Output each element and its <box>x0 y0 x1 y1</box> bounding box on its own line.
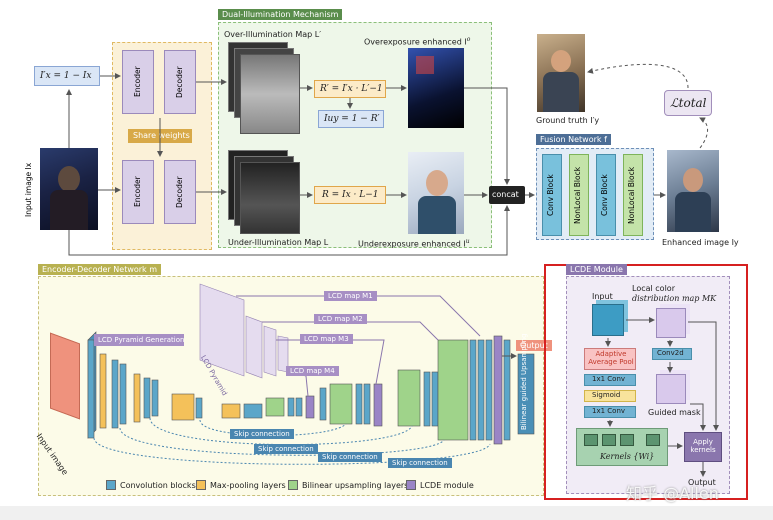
local-color-label: Local color <box>632 284 675 293</box>
kernel-cube-2 <box>602 434 616 446</box>
iy-u-box <box>318 110 384 128</box>
guided-mask-cube <box>656 374 686 404</box>
legend-upsample-label: Bilinear upsampling layers <box>302 481 409 490</box>
legend-lcde-swatch <box>406 480 416 490</box>
kernels-label: Kernels {Wi} <box>600 452 655 461</box>
concat-label: concat <box>492 190 519 199</box>
skip-label-4: Skip connection <box>388 458 452 468</box>
fusion-block-2 <box>569 154 589 236</box>
distribution-label: distribution map MK <box>632 294 717 303</box>
lcd-map-2: LCD map M2 <box>314 314 367 324</box>
under-enhanced-photo <box>408 152 464 234</box>
lcd-map-1: LCD map M1 <box>324 291 377 301</box>
conv2-label: 1x1 Conv <box>592 407 626 415</box>
apply-kernels-label: Apply kernels <box>690 438 716 454</box>
over-map-stack-3 <box>240 54 300 134</box>
lcde-highlight <box>544 264 748 500</box>
dual-illumination-title: Dual-Illumination Mechanism <box>218 9 343 20</box>
r-box <box>314 186 386 204</box>
fusion-block-3 <box>596 154 616 236</box>
under-map-label: Under-Illumination Map L <box>228 238 329 247</box>
r-prime-formula: R′ = I′x · L′−1 <box>320 84 383 94</box>
input-image-photo <box>40 148 98 230</box>
skip-label-3: Skip connection <box>318 452 382 462</box>
legend-conv-label: Convolution blocks <box>120 481 196 490</box>
skip-label-2: Skip connection <box>254 444 318 454</box>
decoder-bottom <box>164 160 196 224</box>
lcd-map-4: LCD map M4 <box>286 366 339 376</box>
under-enhanced-text: Underexposure enhanced I <box>358 239 466 249</box>
conv1-label: 1x1 Conv <box>592 375 626 383</box>
conv1-box <box>584 374 636 386</box>
adaptive-pool-box <box>584 348 636 370</box>
r-prime-box <box>314 80 386 98</box>
lcde-input-label: Input <box>592 292 613 301</box>
conv2d-box <box>652 348 692 360</box>
pyramid-gen-label: LCD Pyramid Generation <box>98 336 185 344</box>
legend-conv-swatch <box>106 480 116 490</box>
inverse-formula: I′x = 1 − Ix <box>40 71 92 81</box>
legend-upsample-swatch <box>288 480 298 490</box>
skip-label-1: Skip connection <box>230 429 294 439</box>
legend-maxpool-swatch <box>196 480 206 490</box>
sigmoid-label: Sigmoid <box>592 391 621 399</box>
apply-kernels-box <box>684 432 722 462</box>
lcd-map-3: LCD map M3 <box>300 334 353 344</box>
top-connectors <box>66 63 708 256</box>
iy-u-formula: Iuy = 1 − R′ <box>324 114 380 124</box>
fusion-block-4 <box>623 154 643 236</box>
ground-truth-label: Ground truth I′y <box>536 116 600 125</box>
under-enhanced-label: Underexposure enhanced Iu <box>358 238 470 249</box>
enhanced-image-label: Enhanced image Iy <box>662 238 739 247</box>
output-badge: Output <box>516 340 552 351</box>
guided-mask-label: Guided mask <box>648 408 701 417</box>
fusion-title: Fusion Network f <box>536 134 611 145</box>
lcde-title: LCDE Module <box>566 264 627 275</box>
over-enhanced-photo <box>408 48 464 128</box>
share-weights-label: Share weights <box>133 131 190 140</box>
loss-box <box>664 90 712 116</box>
r-formula: R = Ix · L−1 <box>322 190 379 200</box>
over-enhanced-sup: o <box>466 36 471 43</box>
adaptive-pool-label: Adaptive Average Pool <box>588 350 634 366</box>
concat-box <box>489 186 525 204</box>
over-enhanced-label: Overexposure enhanced Io <box>364 36 470 47</box>
under-enhanced-sup: u <box>465 238 470 245</box>
loss-label: ℒtotal <box>670 96 707 110</box>
encoder-decoder-title: Encoder-Decoder Network m <box>38 264 162 275</box>
under-map-stack-3 <box>240 162 300 234</box>
legend-maxpool-label: Max-pooling layers <box>210 481 286 490</box>
encoder-bottom <box>122 160 154 224</box>
inverse-formula-box <box>34 66 100 86</box>
conv2d-label: Conv2d <box>657 349 684 357</box>
pyramid-gen-badge <box>94 334 184 346</box>
kernel-cube-1 <box>584 434 598 446</box>
conv2-box <box>584 406 636 418</box>
lcde-input-cube <box>592 304 624 336</box>
kernel-cube-4 <box>646 434 660 446</box>
legend-lcde-label: LCDE module <box>420 481 474 490</box>
decoder-top <box>164 50 196 114</box>
enhanced-image-photo <box>667 150 719 232</box>
sigmoid-box <box>584 390 636 402</box>
lcd-map-cube <box>656 308 686 338</box>
ground-truth-photo <box>537 34 585 112</box>
encoder-top <box>122 50 154 114</box>
watermark: 知乎 @Allen <box>626 484 719 503</box>
kernel-cube-3 <box>620 434 634 446</box>
over-map-label: Over-Illumination Map L′ <box>224 30 322 39</box>
lcde-output-label: Output <box>688 478 716 487</box>
fusion-block-1 <box>542 154 562 236</box>
over-enhanced-text: Overexposure enhanced I <box>364 37 467 47</box>
bottom-strip <box>0 506 773 520</box>
